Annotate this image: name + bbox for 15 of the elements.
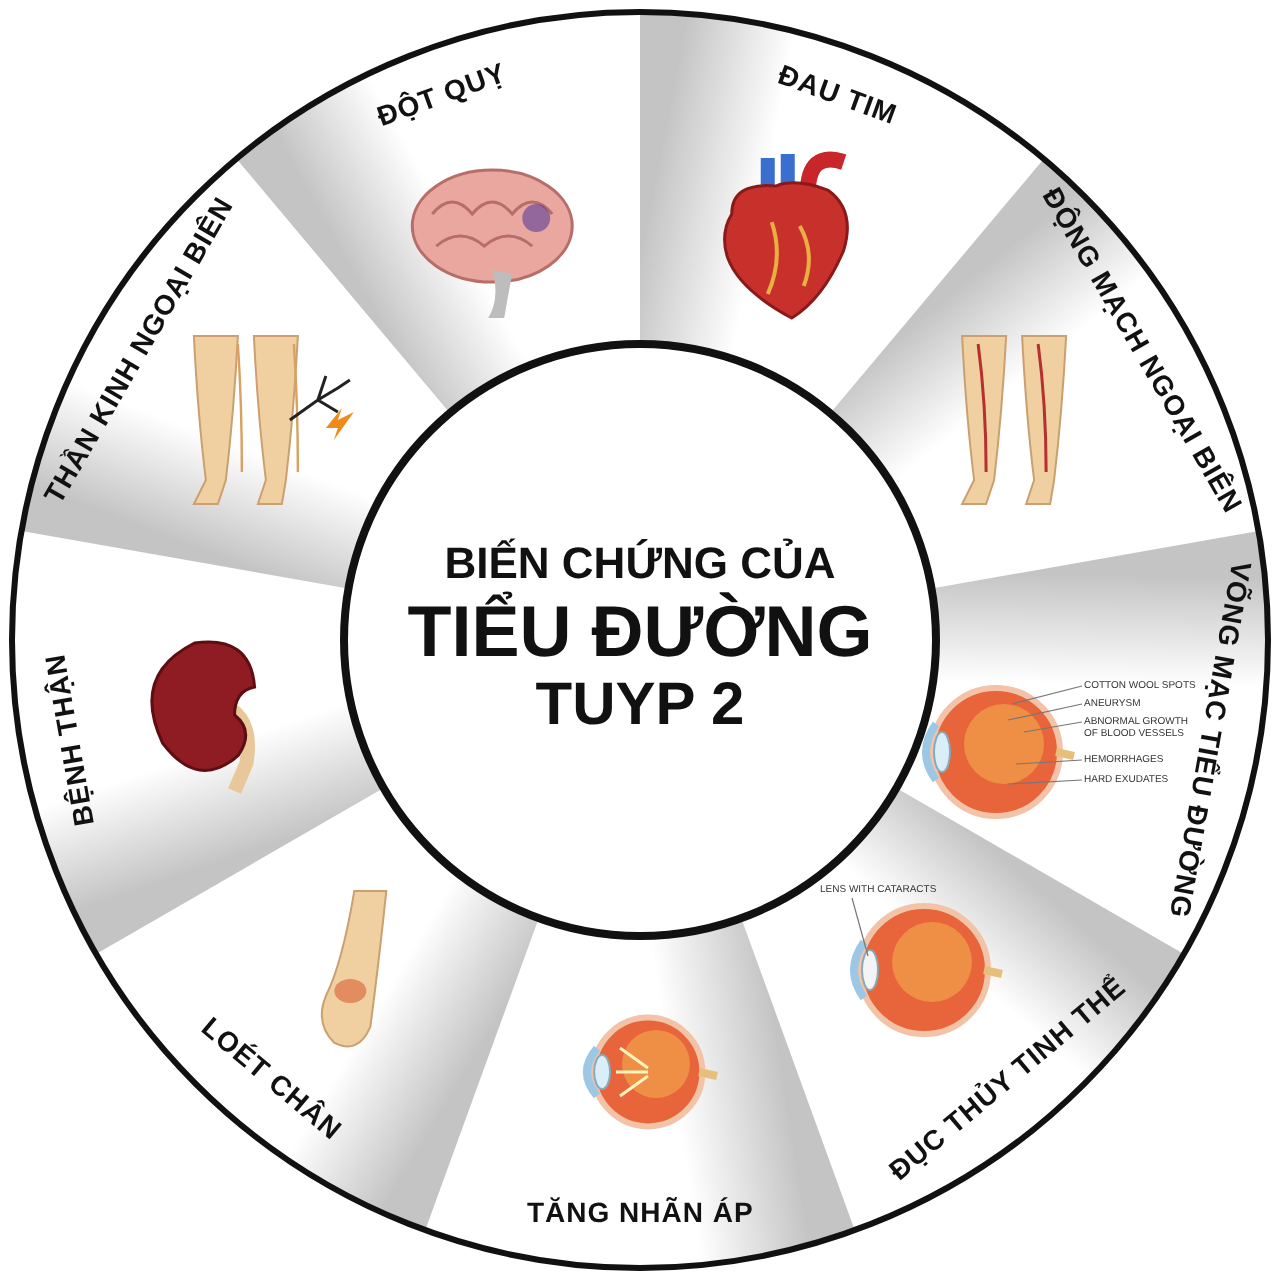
leader-line <box>1011 685 1083 705</box>
leader-line <box>1023 721 1083 733</box>
complication-label: ĐỘT QUỴ <box>373 56 511 133</box>
leader-line <box>1007 779 1083 785</box>
title-text: TIỂU ĐƯỜNG <box>407 589 873 673</box>
leader-line <box>1007 703 1083 721</box>
title-text: BIẾN CHỨNG CỦA <box>444 538 836 590</box>
eye-drawing <box>850 903 1003 1037</box>
leader-line <box>851 897 869 957</box>
title-text: TUYP 2 <box>535 672 745 742</box>
complication-label: ĐAU TIM <box>774 58 902 132</box>
eye-drawing <box>922 685 1075 819</box>
complication-label: BỆNH THẬN <box>37 652 100 830</box>
complication-label: TĂNG NHÃN ÁP <box>527 1196 754 1228</box>
leader-line <box>1015 759 1083 765</box>
